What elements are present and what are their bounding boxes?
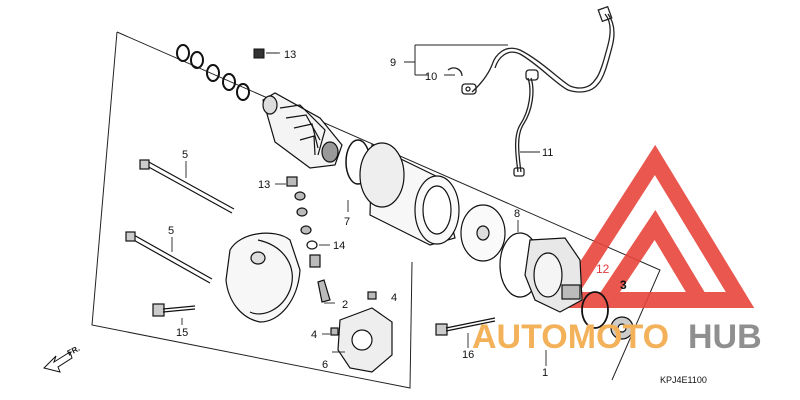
callout-4-left: 4 <box>311 329 317 341</box>
callout-5-upper: 5 <box>182 149 188 161</box>
bolt-15 <box>152 303 196 317</box>
bolt-16 <box>435 317 496 336</box>
callout-5-lower: 5 <box>168 225 174 237</box>
pinion-gear <box>610 316 634 340</box>
brush-holder <box>337 307 393 373</box>
front-bracket <box>499 232 583 313</box>
armature <box>262 92 343 169</box>
callout-8: 8 <box>514 208 520 220</box>
callout-9: 9 <box>390 57 396 69</box>
callout-11: 11 <box>542 147 553 159</box>
callout-6: 6 <box>322 359 328 371</box>
callout-14: 14 <box>333 240 345 252</box>
callout-lines-9-10-11 <box>404 44 540 153</box>
callout-10: 10 <box>425 71 437 83</box>
nut-13-top <box>253 48 278 59</box>
terminal-hardware <box>286 176 377 336</box>
callout-16: 16 <box>462 349 474 361</box>
callout-4-right: 4 <box>391 292 397 304</box>
callout-13-top: 13 <box>284 49 296 61</box>
washer-stack-top <box>176 44 250 101</box>
diagram-code: KPJ4E1100 <box>660 375 707 385</box>
rear-cover <box>225 232 301 323</box>
callout-2: 2 <box>342 299 348 311</box>
o-ring-3 <box>581 291 609 329</box>
through-bolts <box>125 159 235 284</box>
callout-7: 7 <box>344 216 350 228</box>
watermark-text-automoto: AUTOMOTO <box>472 318 669 356</box>
callout-1: 1 <box>542 367 548 379</box>
callout-13-mid: 13 <box>258 179 270 191</box>
direction-label: FR. <box>66 344 82 358</box>
wire-harness <box>447 5 615 177</box>
motor-case <box>359 142 460 246</box>
watermark-logo <box>550 144 755 308</box>
front-direction-arrow: FR. <box>43 344 82 373</box>
callout-15: 15 <box>176 327 188 339</box>
watermark-text-hub: HUB <box>688 318 762 356</box>
callout-3: 3 <box>620 278 627 292</box>
insulator-plate <box>460 204 506 262</box>
callout-leaders <box>171 52 547 366</box>
callout-12: 12 <box>596 262 610 276</box>
